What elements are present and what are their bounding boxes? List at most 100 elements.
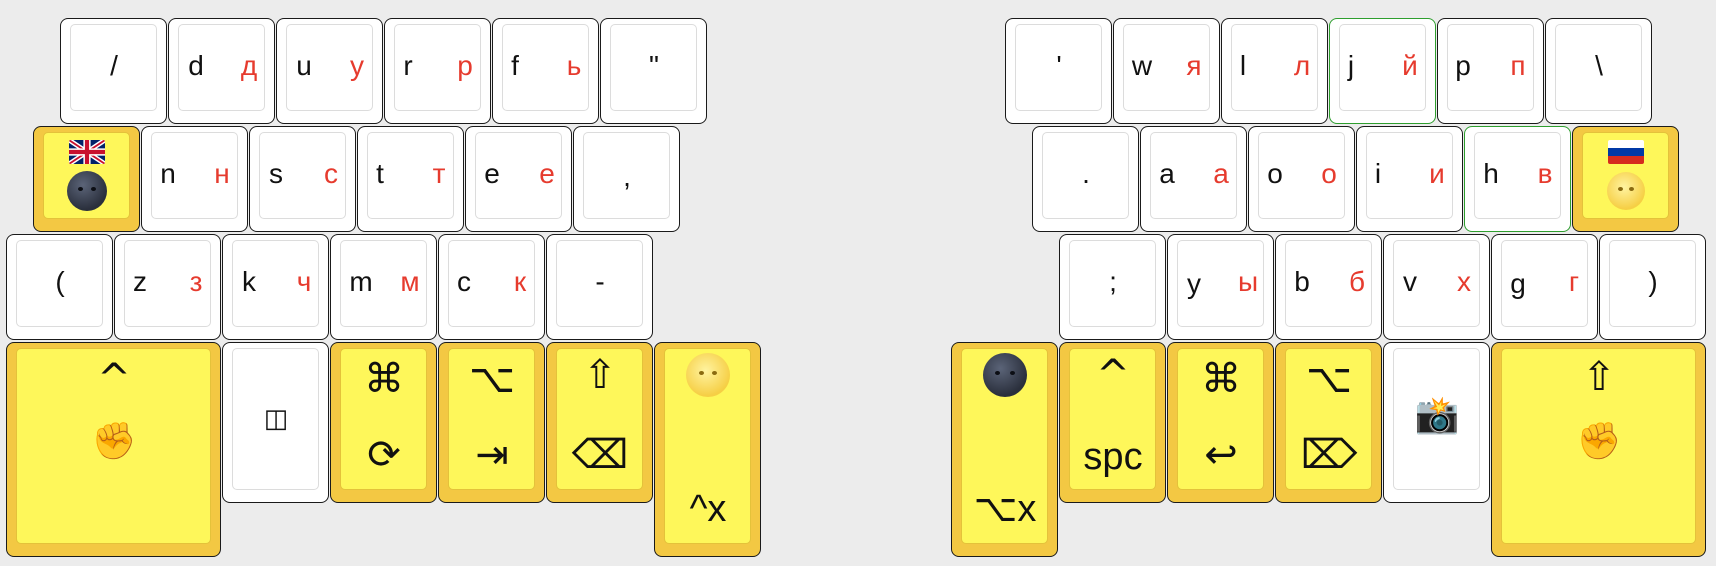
key-legend-latin: z: [133, 266, 147, 297]
key-legend-latin: r: [403, 50, 413, 81]
key-legend-latin: e: [484, 158, 500, 189]
key-legend-cyrillic: п: [1510, 50, 1526, 81]
ctrl-legend: ^: [97, 356, 131, 402]
key-legend-cyrillic: з: [189, 266, 203, 297]
key-legend-latin: o: [1267, 158, 1283, 189]
key-h[interactable]: h в: [1464, 126, 1571, 232]
russia-flag-icon: [1608, 140, 1644, 164]
command-icon: ⌘: [364, 356, 404, 402]
key-t[interactable]: t т: [357, 126, 464, 232]
key-legend-cyrillic: и: [1429, 158, 1445, 189]
uk-flag-icon: [69, 140, 105, 164]
key-legend: \: [1595, 50, 1603, 81]
key-legend-latin: d: [188, 50, 204, 81]
key-screenshot[interactable]: 📸: [1383, 342, 1490, 503]
key-z[interactable]: z з: [114, 234, 221, 340]
opt-x-legend: ⌥x: [973, 488, 1037, 530]
key-w[interactable]: w я: [1113, 18, 1220, 124]
key-legend-latin: w: [1131, 50, 1153, 81]
raised-fist-icon: ✊: [1576, 420, 1622, 461]
key-legend-cyrillic: я: [1186, 50, 1202, 81]
key-legend-cyrillic: х: [1457, 266, 1471, 297]
key-legend-latin: t: [376, 158, 384, 189]
key-ctrl-fist[interactable]: ^ ✊: [6, 342, 221, 557]
key-opt[interactable]: ⌥ ⇥: [438, 342, 545, 503]
key-s[interactable]: s с: [249, 126, 356, 232]
key-i[interactable]: i и: [1356, 126, 1463, 232]
key-comma[interactable]: ,: [573, 126, 680, 232]
key-semicolon[interactable]: ;: [1059, 234, 1166, 340]
mouse-icon: ◫: [263, 404, 289, 434]
key-apostrophe[interactable]: ': [1005, 18, 1112, 124]
key-shift-fist[interactable]: ⇧ ✊: [1491, 342, 1706, 557]
key-j[interactable]: j й: [1329, 18, 1436, 124]
key-minus[interactable]: -: [546, 234, 653, 340]
key-enter[interactable]: ⌘ ↩: [1167, 342, 1274, 503]
camera-flash-icon: 📸: [1414, 394, 1460, 435]
key-legend-latin: j: [1347, 50, 1355, 81]
key-left-paren[interactable]: (: [6, 234, 113, 340]
key-legend-latin: k: [242, 266, 256, 297]
key-r[interactable]: r р: [384, 18, 491, 124]
command-icon: ⌘: [1201, 356, 1241, 402]
key-legend-cyrillic: д: [240, 50, 258, 81]
key-b[interactable]: b б: [1275, 234, 1382, 340]
key-k[interactable]: k ч: [222, 234, 329, 340]
key-v[interactable]: v х: [1383, 234, 1490, 340]
key-layer-en[interactable]: [33, 126, 140, 232]
key-legend-cyrillic: в: [1537, 158, 1553, 189]
key-legend: .: [1082, 158, 1090, 189]
key-ctrl-x[interactable]: ^x: [654, 342, 761, 557]
key-m[interactable]: m м: [330, 234, 437, 340]
key-y[interactable]: y ы: [1167, 234, 1274, 340]
raised-fist-icon: ✊: [91, 420, 137, 461]
key-g[interactable]: g г: [1491, 234, 1598, 340]
key-legend-latin: g: [1510, 268, 1526, 299]
key-legend: ': [1056, 50, 1062, 81]
space-legend: spc: [1083, 436, 1143, 478]
key-opt-x[interactable]: ⌥x: [951, 342, 1058, 557]
key-e[interactable]: e е: [465, 126, 572, 232]
key-f[interactable]: f ь: [492, 18, 599, 124]
key-c[interactable]: c к: [438, 234, 545, 340]
key-p[interactable]: p п: [1437, 18, 1544, 124]
key-legend-latin: l: [1239, 50, 1247, 81]
key-l[interactable]: l л: [1221, 18, 1328, 124]
option-icon: ⌥: [1305, 356, 1353, 402]
key-delete[interactable]: ⌥ ⌦: [1275, 342, 1382, 503]
key-legend-cyrillic: у: [350, 50, 364, 81]
key-backslash[interactable]: \: [1545, 18, 1652, 124]
key-layer-ru[interactable]: [1572, 126, 1679, 232]
key-legend: ": [649, 50, 659, 81]
shift-icon: ⇧: [583, 352, 617, 398]
key-legend-latin: b: [1294, 266, 1310, 297]
key-shift[interactable]: ⇧ ⌫: [546, 342, 653, 503]
key-right-paren[interactable]: ): [1599, 234, 1706, 340]
ctrl-x-legend: ^x: [689, 488, 727, 530]
key-a[interactable]: a а: [1140, 126, 1247, 232]
key-legend-latin: h: [1483, 158, 1499, 189]
key-space[interactable]: ^ spc: [1059, 342, 1166, 503]
key-u[interactable]: u у: [276, 18, 383, 124]
key-double-quote[interactable]: ": [600, 18, 707, 124]
key-legend-latin: p: [1455, 50, 1471, 81]
key-legend-latin: a: [1159, 158, 1175, 189]
key-d[interactable]: d д: [168, 18, 275, 124]
key-legend-latin: n: [160, 158, 176, 189]
key-cmd[interactable]: ⌘ ⟳: [330, 342, 437, 503]
forward-delete-icon: ⌦: [1300, 432, 1358, 478]
key-legend-cyrillic: й: [1402, 50, 1418, 81]
key-slash[interactable]: /: [60, 18, 167, 124]
key-legend-cyrillic: е: [539, 158, 555, 189]
key-period[interactable]: .: [1032, 126, 1139, 232]
key-n[interactable]: n н: [141, 126, 248, 232]
key-legend-latin: c: [457, 266, 471, 297]
new-moon-face-icon: [67, 171, 107, 211]
key-legend: -: [595, 266, 605, 297]
key-o[interactable]: o о: [1248, 126, 1355, 232]
key-mouse[interactable]: ◫: [222, 342, 329, 503]
option-icon: ⌥: [468, 356, 516, 402]
shift-icon: ⇧: [1582, 354, 1616, 400]
key-legend-cyrillic: б: [1348, 266, 1366, 297]
